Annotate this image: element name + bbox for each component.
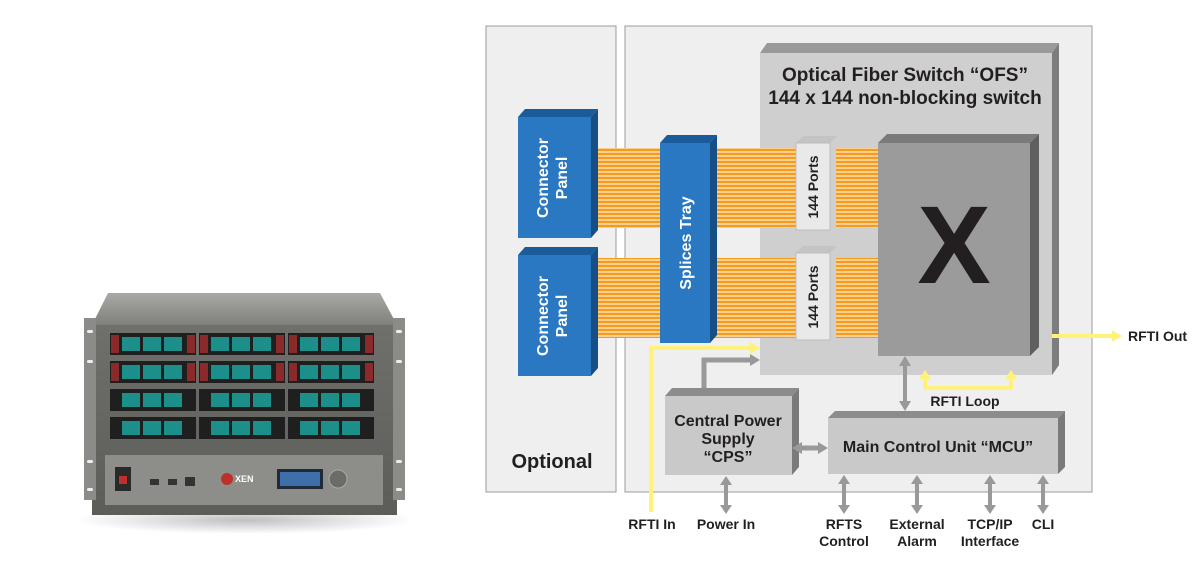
rfts-control-label-line2: Control [819, 533, 869, 549]
connector-panel-top: Connector Panel [518, 109, 598, 238]
switch-x-symbol: X [917, 184, 990, 307]
mcu-box: Main Control Unit “MCU” [828, 411, 1065, 474]
svg-text:Panel: Panel [554, 157, 571, 200]
fiber-port [300, 337, 318, 351]
ofs-title-line2: 144 x 144 non-blocking switch [768, 88, 1041, 109]
brand-logo: XEN [235, 474, 254, 484]
fiber-port [164, 393, 182, 407]
device-top [92, 293, 397, 325]
optional-label: Optional [511, 451, 592, 473]
external-alarm-label-line1: External [889, 516, 944, 532]
fiber-port [232, 393, 250, 407]
tcpip-label-line1: TCP/IP [967, 516, 1012, 532]
rack-ear-right [393, 318, 405, 500]
fiber-port [211, 393, 229, 407]
ports-block-bottom: 144 Ports [795, 246, 837, 341]
svg-text:“CPS”: “CPS” [704, 449, 753, 466]
io-arrows [720, 475, 1049, 514]
fiber-port [143, 421, 161, 435]
rfti-loop-label: RFTI Loop [930, 393, 999, 409]
device-photo: XEN [75, 293, 415, 534]
svg-text:Connector: Connector [535, 276, 552, 356]
rfti-out-arrow [1052, 330, 1122, 342]
fiber-port [253, 337, 271, 351]
fiber-port [232, 337, 250, 351]
fiber-port [321, 337, 339, 351]
fiber-port [342, 365, 360, 379]
svg-text:Main Control Unit “MCU”: Main Control Unit “MCU” [843, 439, 1033, 456]
fiber-bundle [714, 258, 796, 338]
ports-block-top: 144 Ports [795, 136, 837, 231]
fiber-port [143, 365, 161, 379]
fiber-port [211, 337, 229, 351]
fiber-port [232, 365, 250, 379]
svg-text:Supply: Supply [701, 431, 754, 448]
svg-text:144 Ports: 144 Ports [805, 155, 821, 218]
fiber-module-rows [110, 333, 374, 439]
fiber-port [164, 421, 182, 435]
fiber-bundle [595, 148, 661, 228]
ethernet-port [185, 477, 195, 486]
connector-panel-bottom: Connector Panel [518, 247, 598, 376]
fiber-port [300, 393, 318, 407]
fiber-port [253, 421, 271, 435]
fiber-bundle [714, 148, 796, 228]
fiber-port [342, 393, 360, 407]
rfti-in-arrow [649, 342, 760, 512]
fiber-bundle [836, 258, 880, 338]
rfti-out-label: RFTI Out [1128, 328, 1187, 344]
fiber-port [122, 421, 140, 435]
rfts-control-label-line1: RFTS [826, 516, 863, 532]
architecture-diagram: Optional Optical Fiber Switch “OFS” 144 … [485, 25, 1187, 549]
external-alarm-label-line2: Alarm [897, 533, 937, 549]
fiber-port [122, 393, 140, 407]
switch-matrix: X [878, 134, 1039, 356]
svg-text:Central Power: Central Power [674, 413, 782, 430]
fiber-port [321, 393, 339, 407]
fiber-port [300, 365, 318, 379]
svg-text:Connector: Connector [535, 138, 552, 218]
fiber-port [211, 365, 229, 379]
cps-mcu-arrow [792, 442, 828, 454]
cli-label: CLI [1032, 516, 1055, 532]
fiber-port [143, 337, 161, 351]
usb-port-2 [168, 479, 177, 485]
fiber-port [211, 421, 229, 435]
fiber-port [300, 421, 318, 435]
cps-box: Central Power Supply “CPS” [665, 388, 799, 475]
fiber-port [342, 421, 360, 435]
cps-to-ofs-arrow [701, 354, 760, 388]
fiber-port [321, 421, 339, 435]
fiber-port [122, 337, 140, 351]
power-switch [119, 476, 127, 484]
fiber-bundle [836, 148, 880, 228]
mcu-ofs-arrow [899, 356, 911, 411]
usb-port-1 [150, 479, 159, 485]
splices-tray: Splices Tray [660, 135, 717, 343]
fiber-port [232, 421, 250, 435]
brand-logo-icon [221, 473, 233, 485]
fiber-bundle [595, 258, 661, 338]
tcpip-label-line2: Interface [961, 533, 1020, 549]
rfti-in-label: RFTI In [628, 516, 675, 532]
fiber-port [321, 365, 339, 379]
navigation-pad [328, 469, 348, 489]
power-in-label: Power In [697, 516, 755, 532]
rfti-loop-arrow [919, 370, 1017, 390]
fiber-port [143, 393, 161, 407]
fiber-port [253, 365, 271, 379]
rack-ear-left [84, 318, 96, 500]
fiber-port [164, 337, 182, 351]
svg-text:Splices Tray: Splices Tray [678, 196, 695, 289]
fiber-port [122, 365, 140, 379]
svg-text:144 Ports: 144 Ports [805, 265, 821, 328]
fiber-port [164, 365, 182, 379]
ofs-title-line1: Optical Fiber Switch “OFS” [782, 65, 1028, 86]
fiber-port [342, 337, 360, 351]
fiber-port [253, 393, 271, 407]
svg-text:Panel: Panel [554, 295, 571, 338]
